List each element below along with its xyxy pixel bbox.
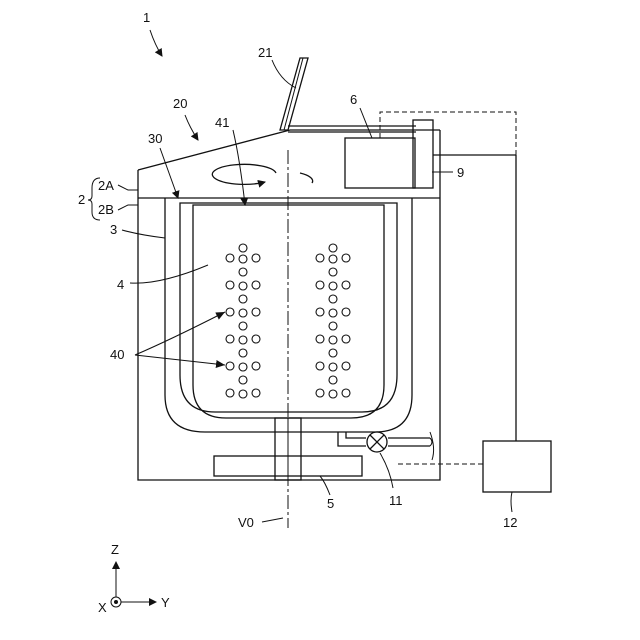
- label-housing: 2: [78, 192, 85, 207]
- drum-hole: [252, 281, 260, 289]
- label-outer-tub-rim: 30: [148, 131, 162, 146]
- drum-hole: [226, 254, 234, 262]
- label-drain-valve: 11: [389, 493, 403, 508]
- drum-hole: [316, 362, 324, 370]
- lid: [280, 58, 308, 130]
- drum-hole: [226, 335, 234, 343]
- label-holes: 40: [110, 347, 124, 362]
- drum-hole: [226, 281, 234, 289]
- drum-hole: [329, 295, 337, 303]
- drum-hole: [329, 349, 337, 357]
- drum-hole: [316, 281, 324, 289]
- coordinate-axes: Z X Y: [98, 542, 170, 615]
- label-lid-opening: 41: [215, 115, 229, 130]
- drum-hole: [316, 254, 324, 262]
- drum-hole: [329, 244, 337, 252]
- drum-hole: [239, 336, 247, 344]
- drum-hole: [329, 390, 337, 398]
- label-lid: 21: [258, 45, 272, 60]
- drum-hole: [239, 390, 247, 398]
- motor-rods: [288, 126, 416, 132]
- drum-hole: [329, 322, 337, 330]
- drum-hole: [239, 244, 247, 252]
- drum-hole: [329, 309, 337, 317]
- axis-x-label: X: [98, 600, 107, 615]
- drum-hole: [342, 281, 350, 289]
- drum-hole: [342, 254, 350, 262]
- label-sensor: 9: [457, 165, 464, 180]
- label-outer-tub: 3: [110, 222, 117, 237]
- label-axis: V0: [238, 515, 254, 530]
- drum-hole: [316, 389, 324, 397]
- drum-hole: [329, 255, 337, 263]
- motor-unit: [345, 138, 415, 188]
- drum-hole: [342, 389, 350, 397]
- drum-hole: [239, 295, 247, 303]
- drum-hole: [252, 335, 260, 343]
- drum-hole: [316, 308, 324, 316]
- drum-hole: [329, 268, 337, 276]
- drum-hole: [252, 254, 260, 262]
- drum-hole: [342, 335, 350, 343]
- drum-hole: [239, 349, 247, 357]
- controller: [483, 441, 551, 492]
- label-drive-motor: 5: [327, 496, 334, 511]
- drum-hole: [252, 389, 260, 397]
- drum-hole: [329, 363, 337, 371]
- reference-labels: 1 21 20 6 41 30 9 2 2A 2B 3 4 40 5 11 12…: [78, 10, 517, 530]
- drum-hole: [239, 322, 247, 330]
- drum-hole: [342, 362, 350, 370]
- drum-hole: [239, 309, 247, 317]
- drum-hole: [329, 282, 337, 290]
- drum-hole: [239, 363, 247, 371]
- label-device: 1: [143, 10, 150, 25]
- drum-hole: [239, 255, 247, 263]
- drum-hole: [239, 376, 247, 384]
- drum-hole: [342, 308, 350, 316]
- wiring: [380, 112, 516, 464]
- drum-hole: [329, 376, 337, 384]
- drum-hole: [252, 308, 260, 316]
- drum-hole: [226, 362, 234, 370]
- rotation-arrow: [212, 164, 312, 184]
- label-housing-lower: 2B: [98, 202, 114, 217]
- axis-y-label: Y: [161, 595, 170, 610]
- drum-hole: [252, 362, 260, 370]
- drum-hole: [329, 336, 337, 344]
- drum-hole: [316, 335, 324, 343]
- drum-hole: [226, 308, 234, 316]
- drum-hole: [239, 282, 247, 290]
- label-drum: 4: [117, 277, 124, 292]
- label-motor-unit: 6: [350, 92, 357, 107]
- axis-z-label: Z: [111, 542, 119, 557]
- drain-valve: [367, 432, 387, 452]
- label-housing-upper: 2A: [98, 178, 114, 193]
- drum-hole: [226, 389, 234, 397]
- label-controller: 12: [503, 515, 517, 530]
- drum-hole: [239, 268, 247, 276]
- label-top-cover: 20: [173, 96, 187, 111]
